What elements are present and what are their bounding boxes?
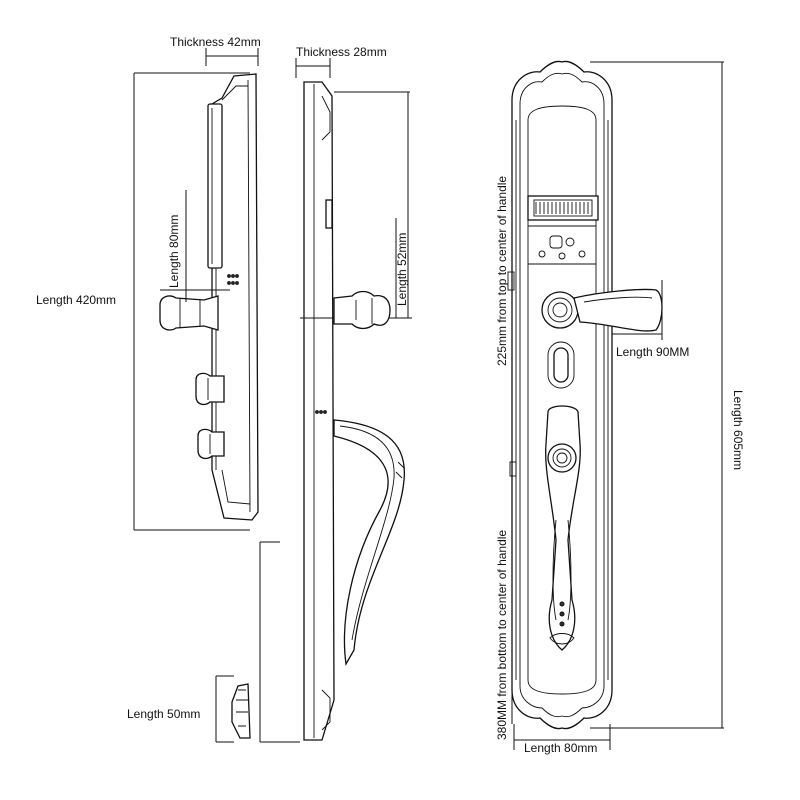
front-upper-rosette <box>541 291 579 329</box>
front-lower-rosette <box>547 443 577 473</box>
profile-knob <box>333 290 391 330</box>
label-thickness-28: Thickness 28mm <box>296 45 387 59</box>
small-part-view <box>215 675 251 743</box>
label-length-80-front: Length 80mm <box>524 741 597 755</box>
label-from-bottom: 380MM from bottom to center of handle <box>495 530 509 740</box>
label-from-top: 225mm from top to center of handle <box>495 176 509 366</box>
front-key-slot <box>553 347 569 383</box>
side-button-upper <box>195 372 225 406</box>
front-view <box>507 60 724 750</box>
front-plate-outer <box>511 60 613 730</box>
side-knob <box>159 295 219 331</box>
small-part <box>231 683 251 739</box>
profile-lever <box>333 419 405 666</box>
label-thickness-42: Thickness 42mm <box>170 35 261 49</box>
label-length-90: Length 90MM <box>616 345 689 359</box>
label-length-420: Length 420mm <box>36 293 116 307</box>
side-view <box>133 48 259 531</box>
side-button-lower <box>197 428 225 460</box>
label-length-52: Length 52mm <box>395 233 409 306</box>
profile-view <box>259 58 412 743</box>
label-length-50: Length 50mm <box>127 707 200 721</box>
profile-plate <box>303 81 335 741</box>
label-length-605: Length 605mm <box>731 390 745 470</box>
label-length-80: Length 80mm <box>167 215 181 288</box>
